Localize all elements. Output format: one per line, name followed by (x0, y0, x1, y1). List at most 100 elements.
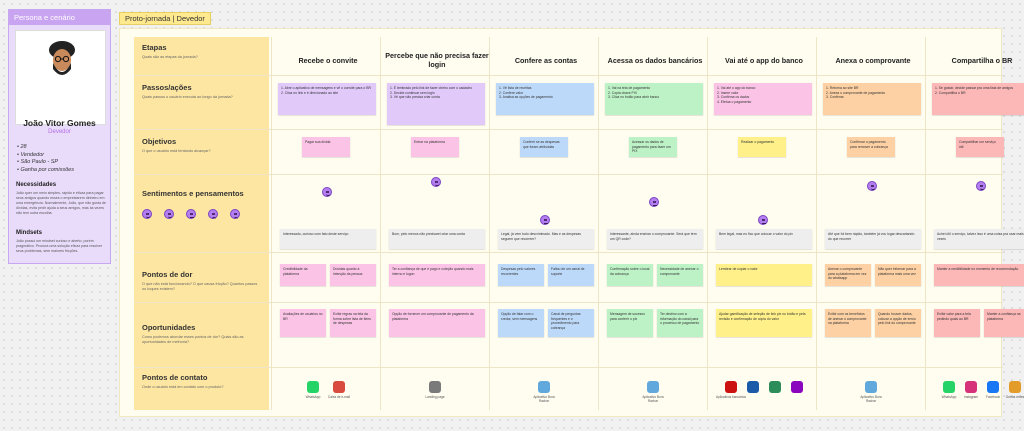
stage-feeling-icon (976, 181, 986, 191)
row-description: Quais passos o usuário executa ao longo … (142, 95, 233, 99)
stage-title: Compartilha o BR (951, 55, 1013, 65)
row-label: Sentimentos e pensamentos (142, 189, 244, 198)
step-note: 1. Vê lista de receitas 2. Confere valor… (496, 83, 594, 115)
touchpoint-label: Aplicativo Bora Rachar (533, 395, 555, 403)
pain-note: Faltou de um canal de suporte (548, 264, 594, 286)
touchpoint-label: Aplicativo Bora Rachar (642, 395, 664, 403)
stage-feeling-icon (867, 181, 877, 191)
stage-feeling-icon (431, 177, 441, 187)
journey-title: Proto-jornada | Devedor (119, 12, 211, 25)
pain-note: Confirmação sobre o local da cobrança (607, 264, 653, 286)
feeling-scale-icon (164, 209, 174, 219)
goal-note: Compartilhar um serviço útil (956, 137, 1004, 157)
persona-fact: Vendedor (17, 152, 107, 160)
stage-title: Acessa os dados bancários (607, 55, 703, 65)
row-label: Etapas (142, 43, 167, 52)
feeling-scale-icon (208, 209, 218, 219)
social-icon (1009, 381, 1021, 393)
avatar-illustration (49, 41, 75, 75)
goal-note: Realizar o pagamento (738, 137, 786, 157)
react-app-icon (538, 381, 550, 393)
stage-feeling-icon (649, 197, 659, 207)
row-divider (134, 252, 1003, 253)
opportunity-note: Exibir com os benefícios de anexar o com… (825, 309, 871, 337)
step-note: 1. Vai na tela de pagamento 2. Copia cha… (605, 83, 703, 115)
whatsapp-icon (943, 381, 955, 393)
stage-title: Recebe o convite (298, 55, 358, 65)
row-divider (134, 174, 1003, 175)
row-divider (134, 302, 1003, 303)
bank-app-icon (747, 381, 759, 393)
touchpoint-label: Caixa de e-mail (327, 395, 351, 399)
feeling-note: Até que foi bem rápido, também já vou lo… (825, 229, 921, 249)
stage-feeling-icon (758, 215, 768, 225)
pain-note: Lembrar de copiar o valor (716, 264, 812, 286)
stage-title: Vai até o app do banco (725, 55, 803, 65)
goal-note: Pagar sua dívida (302, 137, 350, 157)
row-label: Pontos de contato (142, 373, 208, 382)
goal-note: Acessar os dados de pagamento para fazer… (629, 137, 677, 157)
step-note: 1. Se gostar, decide passar pra uma list… (932, 83, 1024, 115)
persona-tab: Persona e cenário (9, 10, 110, 25)
instagram-icon (965, 381, 977, 393)
opportunity-note: Exibir regras na tela da forma sobre lis… (330, 309, 376, 337)
feeling-scale-icon (142, 209, 152, 219)
opportunity-note: Ajudar gamificação de seleção de link pi… (716, 309, 812, 337)
pain-note: Dúvidas quanto à intenção da pessoa (330, 264, 376, 286)
step-note: 1. Retorna ao site BR 2. Anexa o comprov… (823, 83, 921, 115)
step-note: 1. É lembrado pelo link de fazer cheiro … (387, 83, 485, 125)
step-note: 1. Abre o aplicativo de mensagens e vê o… (278, 83, 376, 115)
touchpoint-label: Instagram (963, 395, 979, 399)
bank-app-icon (725, 381, 737, 393)
react-app-icon (647, 381, 659, 393)
stage-title: Anexa o comprovante (835, 55, 911, 65)
row-divider (134, 367, 1003, 368)
goal-note: Entrar na plataforma (411, 137, 459, 157)
persona-facts: 28 Vendedor São Paulo - SP Ganha por com… (17, 144, 107, 174)
pain-note: Não quer informar para a plataforma mais… (875, 264, 921, 286)
feeling-note: Interessante, ainda ensinar o comprovant… (607, 229, 703, 249)
row-divider (134, 75, 1003, 76)
pain-note: Anexar o comprovante para a plataforma e… (825, 264, 871, 286)
stage-feeling-icon (540, 215, 550, 225)
opportunity-note: Mensagem de sucesso para conferir o pix (607, 309, 653, 337)
persona-fact: 28 (17, 144, 107, 152)
mindsets-heading: Mindsets (16, 230, 43, 236)
persona-fact: São Paulo - SP (17, 159, 107, 167)
touchpoint-label: Outras redes (1005, 395, 1024, 399)
feeling-note: Bom, pelo menos não precisarei criar uma… (389, 229, 485, 249)
column-divider (925, 37, 926, 410)
row-description: Quais são as etapas da jornada? (142, 55, 198, 59)
opportunity-note: Manter a confiança na plataforma (984, 309, 1024, 337)
stage-title: Confere as contas (514, 55, 578, 65)
needs-text: João quer um meio simples, rápido e efic… (16, 191, 106, 215)
row-label: Passos/ações (142, 83, 192, 92)
pain-note: Necessidade de anexar o comprovante (657, 264, 703, 286)
feeling-note: Achei útil o serviço, talvez isso é uma … (934, 229, 1024, 249)
touchpoint-label: Landing page (425, 395, 445, 399)
landing-page-icon (429, 381, 441, 393)
persona-name: João Vitor Gomes (23, 118, 96, 128)
pain-note: Credibilidade da plataforma (280, 264, 326, 286)
needs-heading: Necessidades (16, 182, 57, 188)
column-divider (271, 37, 272, 410)
row-divider (134, 129, 1003, 130)
column-divider (489, 37, 490, 410)
row-description: O que não está funcionando? O que causa … (142, 282, 258, 291)
touchpoint-label: Aplicativo Bora Rachar (860, 395, 882, 403)
stage-title: Percebe que não precisa fazer login (385, 51, 489, 69)
react-app-icon (865, 381, 877, 393)
feeling-note: Interessado, curioso com fato deste serv… (280, 229, 376, 249)
touchpoint-label: WhatsApp (305, 395, 321, 399)
feeling-scale-icon (230, 209, 240, 219)
nubank-icon (791, 381, 803, 393)
pain-note: Despesas pelo valores recorrentes (498, 264, 544, 286)
goal-note: Conferir se as despesas que foram atribu… (520, 137, 568, 157)
opportunity-note: Quando houver dados, colocar a opção de … (875, 309, 921, 337)
feeling-note: Legal, já vem tudo descriminado. Mas e a… (498, 229, 594, 249)
opportunity-note: Avaliações de usuários no BR (280, 309, 326, 337)
whatsapp-icon (307, 381, 319, 393)
column-divider (380, 37, 381, 410)
pain-note: Manter a credibilidade no momento de rec… (934, 264, 1024, 286)
